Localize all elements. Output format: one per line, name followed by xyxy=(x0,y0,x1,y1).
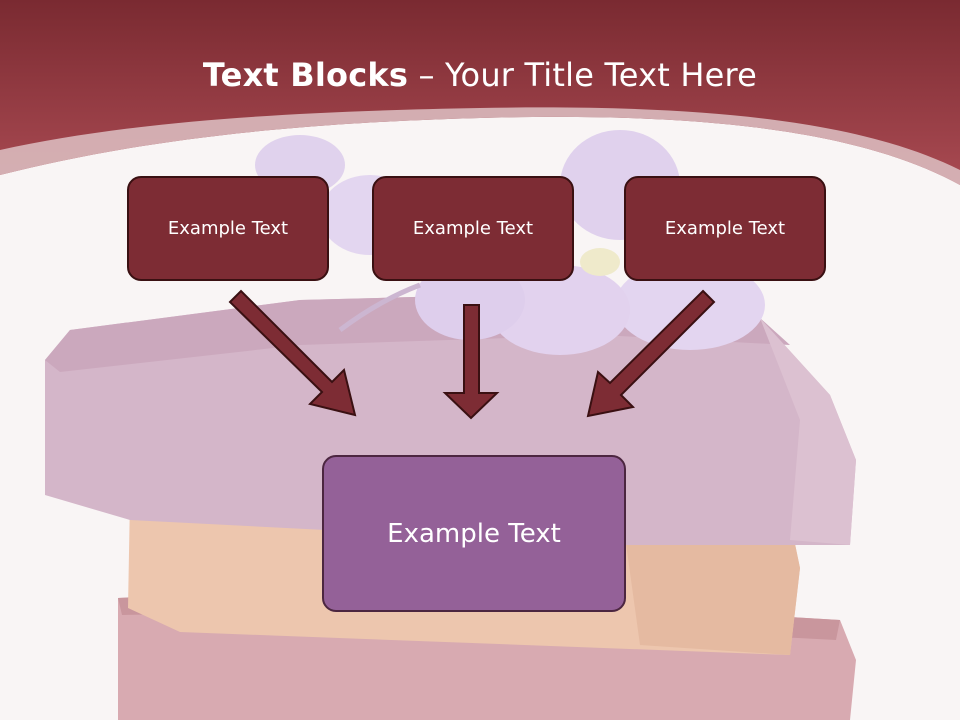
page-title: Text Blocks – Your Title Text Here xyxy=(0,56,960,94)
arrow-center xyxy=(442,304,500,420)
arrow-left xyxy=(228,289,357,417)
text-block-2[interactable]: Example Text xyxy=(372,176,574,281)
header-band xyxy=(0,0,960,185)
title-bold: Text Blocks xyxy=(202,56,409,94)
text-block-center[interactable]: Example Text xyxy=(322,455,626,612)
text-block-1[interactable]: Example Text xyxy=(127,176,329,281)
title-rest: – Your Title Text Here xyxy=(408,56,758,94)
arrow-right xyxy=(586,289,716,418)
text-block-3[interactable]: Example Text xyxy=(624,176,826,281)
